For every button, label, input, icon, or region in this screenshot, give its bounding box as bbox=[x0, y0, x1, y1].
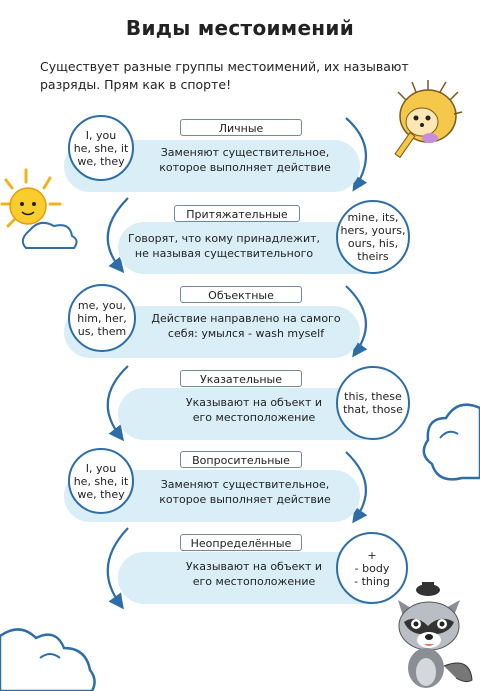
pronoun-type-description: Говорят, что кому принадлежит, не называ… bbox=[127, 232, 321, 260]
pronoun-examples: me, you, him, her, us, them bbox=[77, 298, 127, 338]
raccoon-icon bbox=[398, 582, 473, 688]
cloud-icon bbox=[0, 628, 96, 691]
pronoun-examples-circle: I, you he, she, it we, they bbox=[68, 115, 134, 181]
pronoun-examples-circle: me, you, him, her, us, them bbox=[68, 284, 136, 352]
pronoun-type-label: Неопределённые bbox=[180, 534, 302, 551]
pronoun-examples-circle: I, you he, she, it we, they bbox=[68, 448, 134, 514]
arrow-right-2 bbox=[345, 285, 368, 358]
pronoun-type-description: Указывают на объект и его местоположение bbox=[185, 560, 323, 588]
pronoun-type-description: Действие направлено на самого себя: умыл… bbox=[151, 312, 341, 340]
pronoun-examples: mine, its, hers, yours, ours, his, their… bbox=[340, 211, 406, 263]
pronoun-type-label: Объектные bbox=[180, 286, 302, 303]
pronoun-examples: + - body - thing bbox=[354, 548, 390, 588]
pronoun-examples: I, you he, she, it we, they bbox=[73, 128, 129, 168]
page-title: Виды местоимений bbox=[125, 16, 355, 40]
arrow-right-1 bbox=[345, 117, 368, 192]
pronoun-type-label: Притяжательные bbox=[174, 205, 300, 222]
pronoun-type-label: Личные bbox=[180, 119, 302, 136]
intro-text: Существует разные группы местоимений, их… bbox=[40, 59, 409, 92]
arrow-right-3 bbox=[345, 451, 368, 524]
pronoun-examples: this, these that, those bbox=[343, 390, 403, 416]
arrow-left-3 bbox=[106, 527, 129, 610]
pronoun-examples-circle: this, these that, those bbox=[336, 366, 410, 440]
pronoun-examples-circle: mine, its, hers, yours, ours, his, their… bbox=[336, 200, 410, 274]
pronoun-type-description: Заменяют существительное, которое выполн… bbox=[159, 478, 331, 506]
pronoun-examples: I, you he, she, it we, they bbox=[73, 461, 129, 501]
arrow-left-2 bbox=[106, 365, 129, 442]
pronoun-examples-circle: + - body - thing bbox=[336, 532, 408, 604]
cloud-icon bbox=[422, 403, 480, 481]
sun-icon bbox=[0, 168, 78, 249]
arrow-left-1 bbox=[106, 197, 129, 274]
pronoun-type-label: Вопросительные bbox=[180, 451, 302, 468]
pronoun-type-description: Указывают на объект и его местоположение bbox=[185, 396, 323, 424]
pronoun-type-description: Заменяют существительное, которое выполн… bbox=[159, 146, 331, 174]
pronoun-type-label: Указательные bbox=[180, 370, 302, 387]
hedgehog-icon bbox=[394, 80, 463, 159]
